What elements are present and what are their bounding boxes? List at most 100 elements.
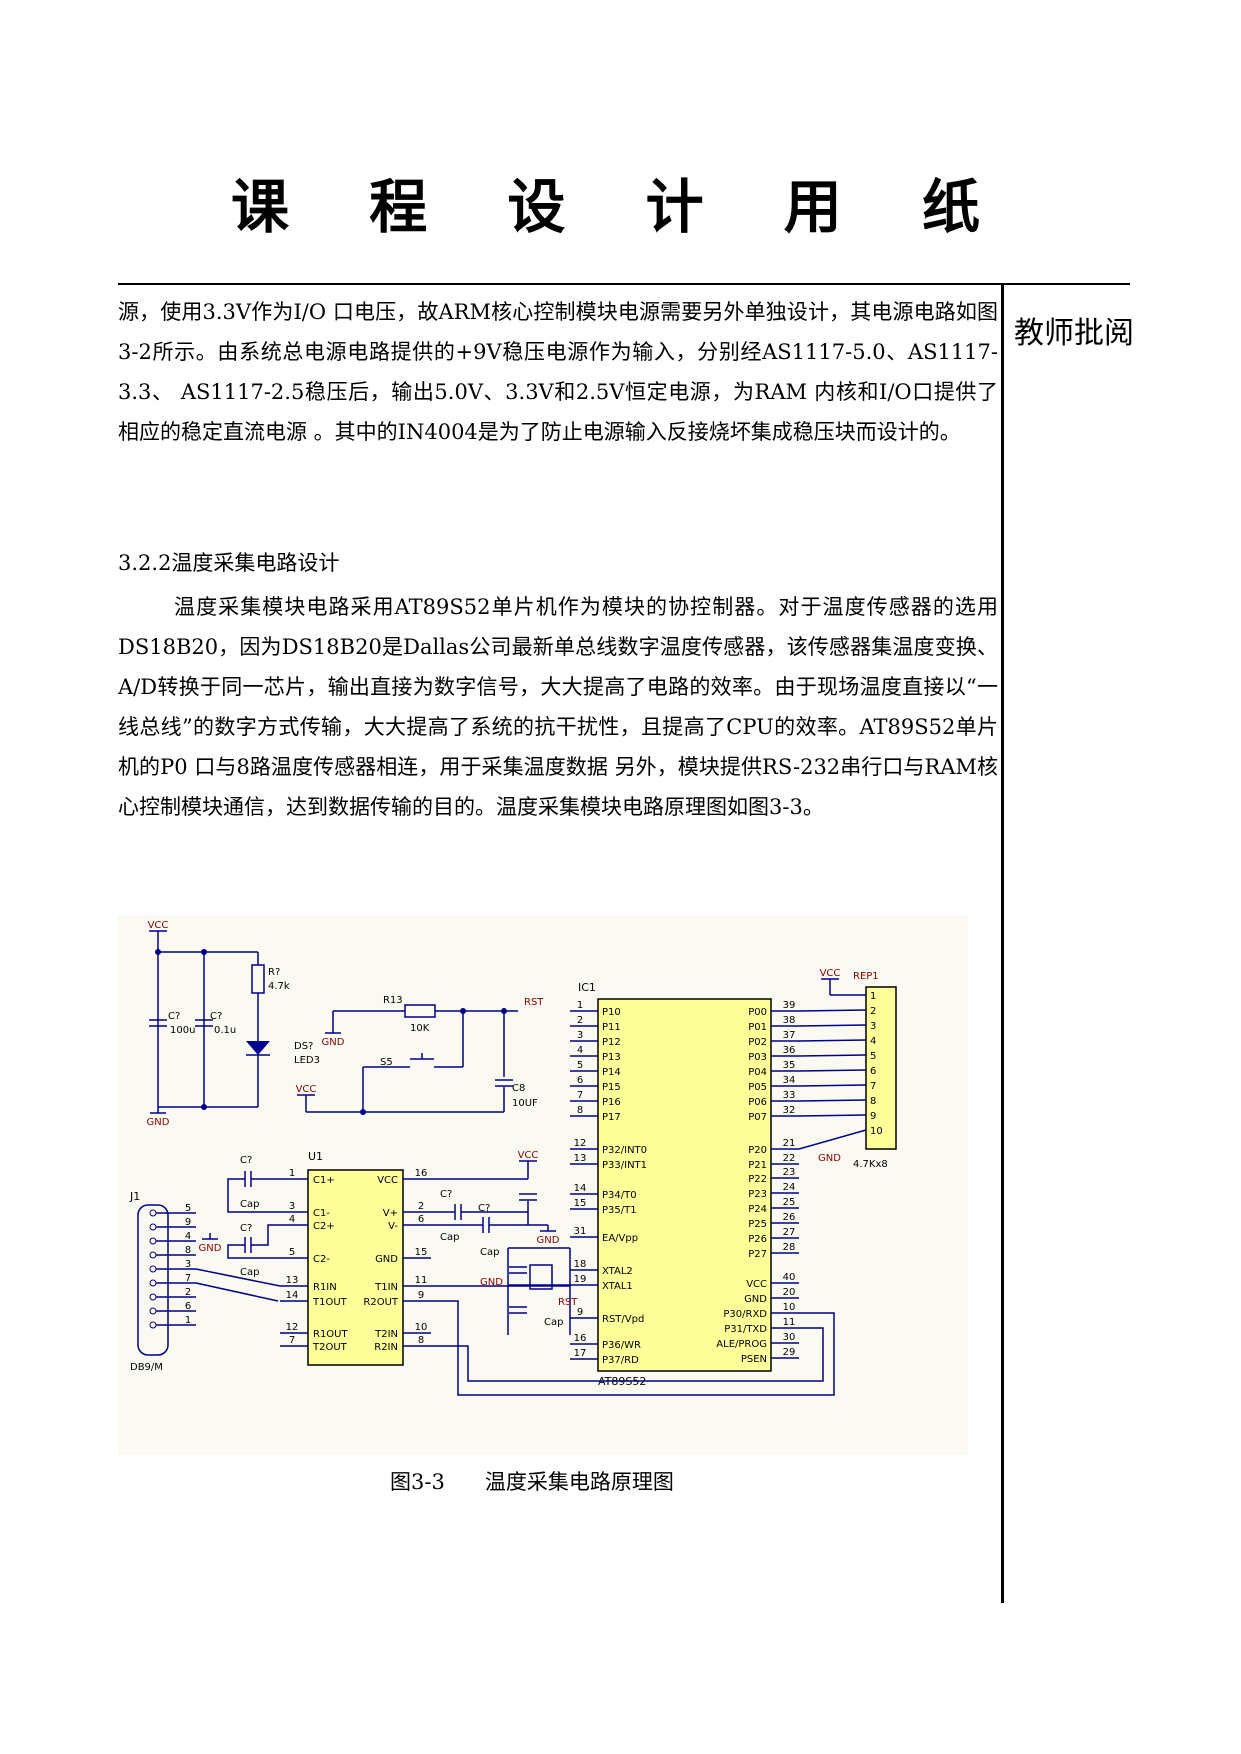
ic1-pin-number: 17: [574, 1348, 587, 1359]
j1-label: J1: [129, 1190, 140, 1203]
db9-pin-number: 9: [185, 1217, 191, 1228]
body-paragraph-1: 源，使用3.3V作为I/O 口电压，故ARM核心控制模块电源需要另外单独设计，其…: [118, 300, 998, 444]
resistor-value: 10K: [410, 1023, 430, 1034]
rst-label: RST: [558, 1297, 578, 1308]
ic1-pin-number: 38: [783, 1015, 796, 1026]
ic1-pin-number: 19: [574, 1274, 587, 1285]
ic1-pin-name: P20: [748, 1145, 767, 1156]
ic1-pin-number: 21: [783, 1138, 796, 1149]
rep1-pin-number: 7: [870, 1081, 876, 1092]
u1-pin-name: C2-: [313, 1254, 330, 1265]
capacitor-value: Cap: [544, 1317, 563, 1328]
u1-pin-name: C1+: [313, 1175, 335, 1186]
ic1-pin-number: 31: [574, 1226, 587, 1237]
u1-pin-number: 6: [418, 1214, 424, 1225]
capacitor-label: C?: [240, 1155, 252, 1166]
vcc-label: VCC: [148, 920, 169, 931]
ic1-pin-number: 23: [783, 1167, 796, 1178]
u1-pin-name: T2OUT: [312, 1342, 348, 1353]
gnd-label: GND: [480, 1277, 503, 1288]
led-symbol: [246, 1041, 270, 1055]
rep1-pin-number: 8: [870, 1096, 876, 1107]
ic1-pin-number: 32: [783, 1105, 796, 1116]
ic1-pin-number: 1: [577, 1000, 583, 1011]
capacitor-label: C?: [478, 1203, 490, 1214]
rep1-pin-number: 1: [870, 991, 876, 1002]
ic1-pin-number: 25: [783, 1197, 796, 1208]
ic1-pin-name: P05: [748, 1082, 767, 1093]
db9-pin: [149, 1251, 157, 1259]
ic1-pin-number: 34: [783, 1075, 796, 1086]
capacitor-value: 100u: [170, 1025, 195, 1036]
u1-pin-name: GND: [375, 1254, 398, 1265]
u1-pin-number: 4: [289, 1214, 295, 1225]
ic1-pin-name: P07: [748, 1112, 767, 1123]
ic1-pin-number: 26: [783, 1212, 796, 1223]
db9-pin-number: 7: [185, 1273, 191, 1284]
capacitor-label: C?: [168, 1011, 180, 1022]
body-paragraph-2: 温度采集模块电路采用AT89S52单片机作为模块的协控制器。对于温度传感器的选用…: [118, 595, 998, 819]
ic1-pin-name: P33/INT1: [602, 1160, 647, 1171]
rep1-pin-number: 10: [870, 1126, 883, 1137]
ic1-pin-name: P14: [602, 1067, 621, 1078]
rep1-pin-number: 4: [870, 1036, 876, 1047]
capacitor-label: C8: [512, 1083, 525, 1094]
u1-pin-number: 14: [286, 1290, 299, 1301]
ic1-pin-name: P11: [602, 1022, 621, 1033]
junction-dot: [201, 1104, 207, 1110]
ic1-pin-name: P25: [748, 1219, 767, 1230]
bus-wire: [798, 1039, 867, 1042]
ic1-pin-name: P10: [602, 1007, 621, 1018]
ic1-pin-number: 7: [577, 1090, 583, 1101]
u1-pin-name: C2+: [313, 1221, 335, 1232]
ic1-pin-number: 3: [577, 1030, 583, 1041]
u1-pin-number: 8: [418, 1335, 424, 1346]
resistor-symbol: [404, 1004, 436, 1018]
led-value: LED3: [294, 1055, 320, 1066]
ic1-pin-number: 4: [577, 1045, 583, 1056]
ic1-pin-name: P17: [602, 1112, 621, 1123]
ic1-pin-name: P37/RD: [602, 1355, 639, 1366]
bus-wire: [798, 1069, 867, 1072]
ic1-pin-number: 27: [783, 1227, 796, 1238]
rep1-pin-number: 6: [870, 1066, 876, 1077]
u1-pin-number: 12: [286, 1322, 299, 1333]
ic1-pin-name: P27: [748, 1249, 767, 1260]
ic1-pin-number: 13: [574, 1153, 587, 1164]
resistor-label: R13: [383, 995, 403, 1006]
ic1-pin-number: 15: [574, 1198, 587, 1209]
u1-pin-number: 7: [289, 1335, 295, 1346]
ic1-pin-name: P31/TXD: [724, 1324, 767, 1335]
switch-label: S5: [380, 1057, 393, 1068]
wire: [227, 1178, 280, 1213]
db9-pin-number: 8: [185, 1245, 191, 1256]
ic1-pin-name: P26: [748, 1234, 767, 1245]
ic1-pin-number: 36: [783, 1045, 796, 1056]
ic1-pin-name: P23: [748, 1189, 767, 1200]
db9-pin: [149, 1321, 157, 1329]
teacher-review-label: 教师批阅: [1014, 316, 1134, 351]
resistor-label: R?: [268, 967, 280, 978]
rep1-pin-number: 5: [870, 1051, 876, 1062]
u1-pin-name: C1-: [313, 1208, 330, 1219]
ic1-label: IC1: [578, 981, 596, 994]
vcc-label: VCC: [820, 968, 841, 979]
ic1-pin-number: 10: [783, 1302, 796, 1313]
db9-connector: [137, 1204, 169, 1356]
bus-wire: [798, 1129, 867, 1150]
ic1-pin-name: P24: [748, 1204, 767, 1215]
ic1-pin-name: P01: [748, 1022, 767, 1033]
bus-wire: [798, 1099, 867, 1102]
ic1-pin-number: 8: [577, 1105, 583, 1116]
db9-pin-number: 2: [185, 1287, 191, 1298]
capacitor-value: Cap: [240, 1267, 259, 1278]
capacitor-label: C?: [210, 1011, 222, 1022]
capacitor-value: Cap: [240, 1199, 259, 1210]
wire: [251, 1224, 280, 1246]
ic1-pin-number: 28: [783, 1242, 796, 1253]
u1-pin-number: 11: [415, 1275, 428, 1286]
rep1-pin-number: 2: [870, 1006, 876, 1017]
u1-pin-name: R2IN: [374, 1342, 398, 1353]
ic1-pin-number: 12: [574, 1138, 587, 1149]
